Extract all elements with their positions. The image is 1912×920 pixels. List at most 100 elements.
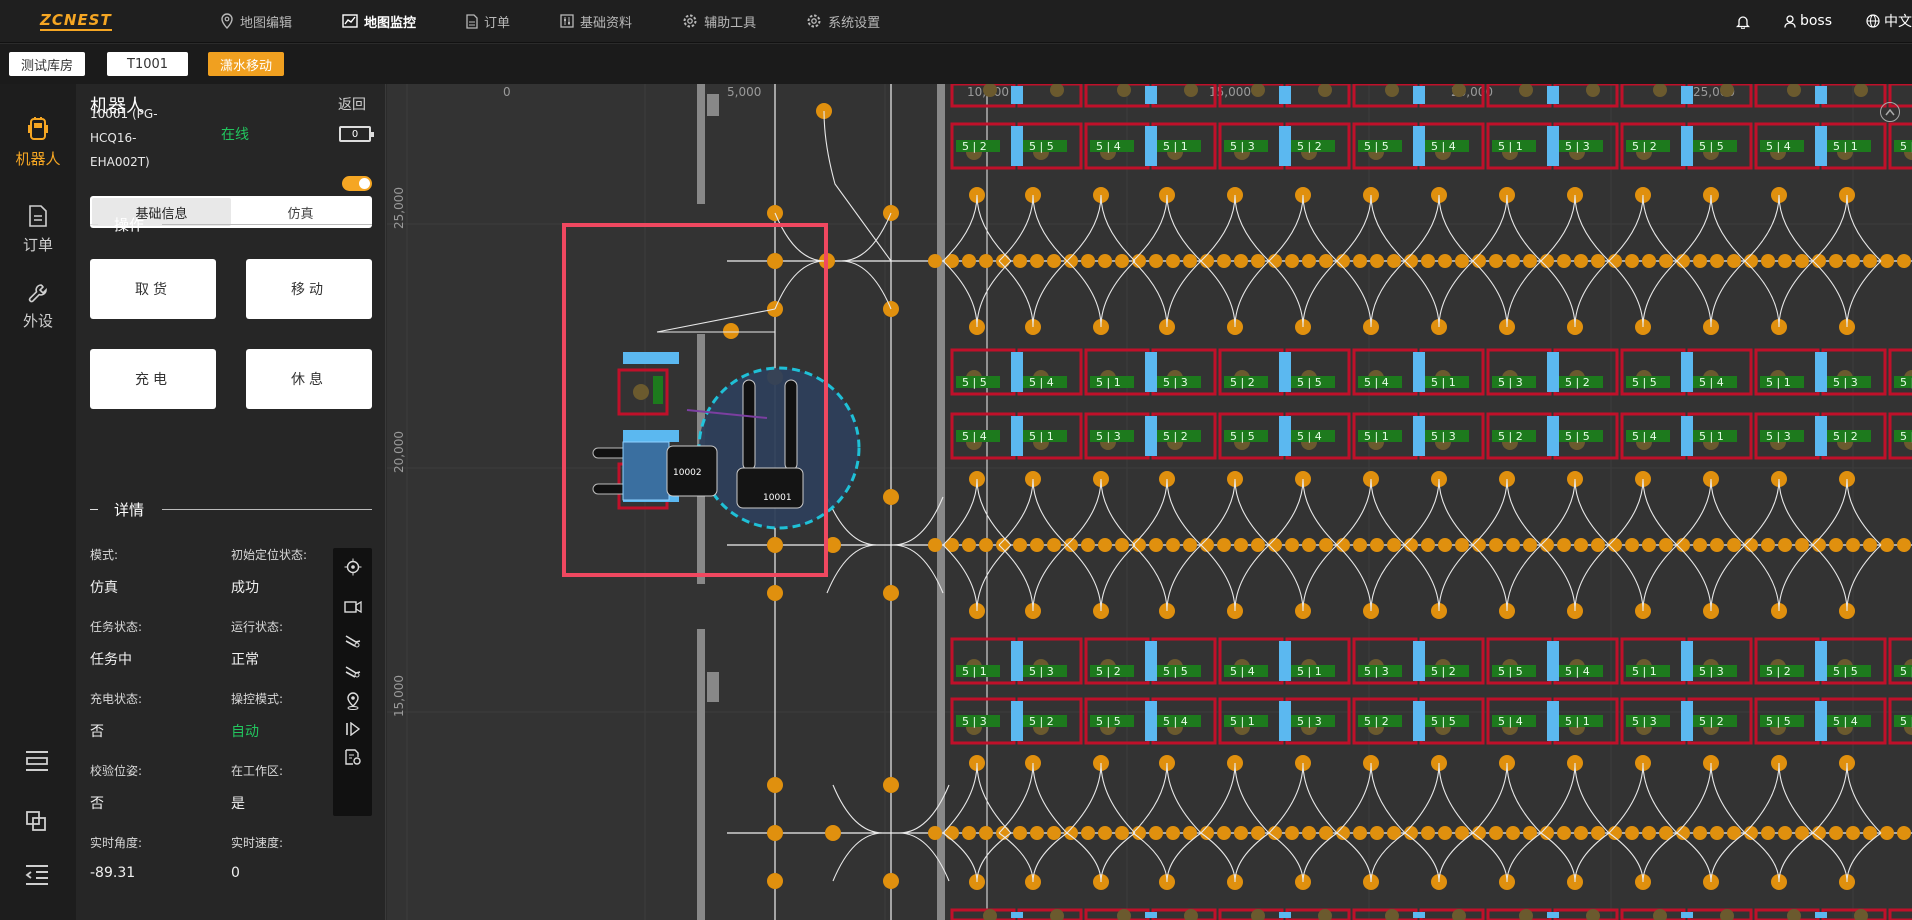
y-tick-label: 25,000 [392,187,406,229]
path-node [1183,826,1197,840]
slot-tag [1090,665,1134,677]
forklift-down-button[interactable] [342,660,364,682]
path-node [1642,826,1656,840]
nav-label: 辅助工具 [704,15,757,31]
user-name: boss [1799,13,1832,29]
slot-label: 5 | 1 [1766,376,1791,389]
rail-item-orders[interactable]: 订单 [0,204,76,255]
path-node [1778,254,1792,268]
path-node [1387,826,1401,840]
path-node [1081,826,1095,840]
connector-curve [998,832,1034,883]
connector-curve [976,832,1012,883]
language-switch[interactable]: 中文 [1854,11,1912,31]
forklift-up-button[interactable] [342,630,364,652]
robot-fork [784,379,798,471]
charge-button[interactable]: 充电 [90,349,216,409]
rail-item-robot[interactable]: 机器人 [0,116,76,169]
slot-label: 5 | 3 [962,715,987,728]
layers-button[interactable] [24,810,48,836]
notification-button[interactable] [1724,14,1772,29]
x-tick-label: 0 [503,85,511,99]
scene-tag[interactable]: 潇水移动 [208,52,285,76]
path-node [1591,826,1605,840]
tab-basic-info[interactable]: 基础信息 [92,198,231,226]
slot-label: 5 | 5 [1431,715,1456,728]
rack-pallet [1854,909,1868,920]
warehouse-tag[interactable]: 测试库房 [9,52,86,76]
connector-curve [1574,832,1610,883]
nav-item-basic-data[interactable]: 基础资料 [542,0,664,43]
slot-tag [1894,140,1912,152]
connector-curve [823,110,892,262]
connector-curve [1132,194,1168,262]
rack-pallet [1787,84,1801,97]
map-canvas[interactable]: 05,00010,00015,00020,00025,00025,00020,0… [387,84,1912,920]
pickup-button[interactable]: 取货 [90,259,216,319]
robot-toggle-switch[interactable] [342,176,372,191]
slot-label: 5 | 3 [1900,140,1912,153]
location-pin-button[interactable] [342,690,364,712]
slot-tag [1023,430,1067,442]
path-node [1302,538,1316,552]
nav-item-map-monitor[interactable]: 地图监控 [324,0,448,43]
rack-marker [1547,701,1559,741]
nav-item-orders[interactable]: 订单 [448,0,542,43]
slot-tag [1291,140,1335,152]
slot-label: 5 | 2 [1163,430,1188,443]
move-button[interactable]: 移动 [246,259,372,319]
task-settings-button[interactable] [342,746,364,768]
connector-curve [840,212,892,262]
slot-label: 5 | 5 [1766,715,1791,728]
path-node [1523,254,1537,268]
path-node [883,777,899,793]
camera-button[interactable] [342,596,364,618]
connector-curve [1540,478,1576,546]
rack-slot [1352,908,1418,920]
path-node [1132,826,1146,840]
rack-pallet [1519,84,1533,97]
rest-button[interactable]: 休息 [246,349,372,409]
collapse-menu-button[interactable] [24,864,50,890]
slot-tag [1492,376,1536,388]
user-menu[interactable]: boss [1772,13,1854,29]
slot-label: 5 | 5 [1297,376,1322,389]
rail-item-peripherals[interactable]: 外设 [0,282,76,331]
rack-slot [1620,84,1686,108]
path-node [1795,826,1809,840]
nav-item-map-edit[interactable]: 地图编辑 [160,0,324,43]
rack-slot [1754,84,1820,108]
robot-tag[interactable]: T1001 [107,52,189,76]
x-tick-label: 5,000 [727,85,761,99]
play-step-button[interactable] [342,718,364,740]
tab-simulation[interactable]: 仿真 [287,206,314,222]
slot-tag [1358,715,1402,727]
slot-tag [1224,715,1268,727]
connector-curve [998,260,1034,328]
slot-tag [1157,140,1201,152]
path-node [1217,538,1231,552]
rack-marker [1145,352,1157,392]
nav-item-aux-tools[interactable]: 辅助工具 [664,0,788,43]
path-node [1421,254,1435,268]
compass-button[interactable] [1880,102,1900,122]
rail-label: 订单 [22,236,53,254]
nav-item-system-settings[interactable]: 系统设置 [788,0,912,43]
y-tick-label: 15,000 [392,675,406,717]
rack-pallet [1787,909,1801,920]
rack-marker [1279,352,1291,392]
layout-toggle-button[interactable] [24,750,50,776]
path-node [1098,826,1112,840]
path-node [1030,254,1044,268]
slot-tag [1693,430,1737,442]
locate-button[interactable] [342,556,364,578]
brand-logo[interactable]: ZCNEST [40,10,112,31]
connector-curve [1166,832,1202,883]
back-button[interactable]: 返回 [338,97,366,113]
rack-slot [1888,122,1912,170]
rack-pallet [1586,909,1600,920]
connector-curve [1166,762,1202,834]
warehouse-map[interactable]: 05,00010,00015,00020,00025,00025,00020,0… [387,84,1912,920]
path-node [1098,254,1112,268]
connector-curve [1404,832,1440,883]
